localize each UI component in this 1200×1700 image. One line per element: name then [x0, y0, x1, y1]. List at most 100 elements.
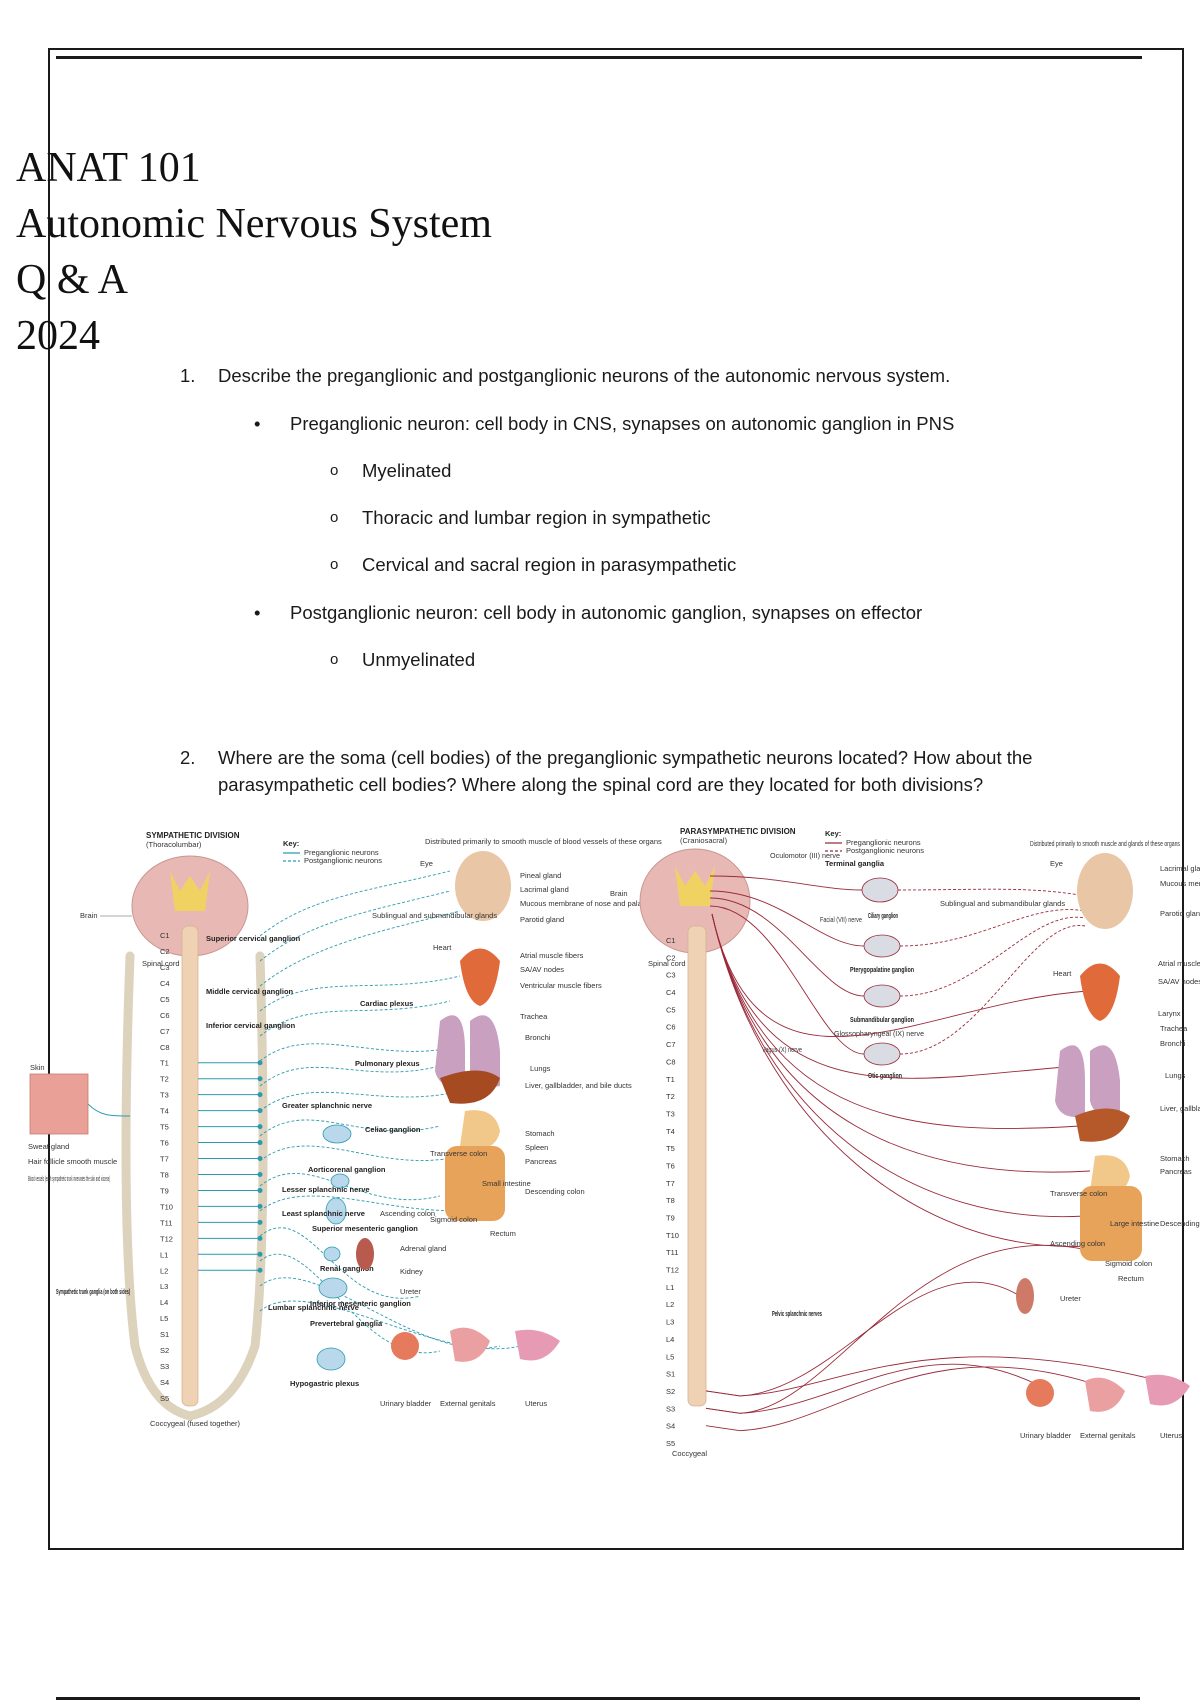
organ-label: Pancreas — [525, 1157, 557, 1166]
segment-label: C8 — [666, 1057, 676, 1066]
bladder-illustration — [391, 1332, 419, 1360]
hypogastric-plexus — [316, 1347, 346, 1371]
segment-label: T2 — [666, 1092, 675, 1101]
organ-label: Parotid gland — [1160, 909, 1200, 918]
postganglionic-fiber — [259, 1090, 461, 1112]
header-rule — [56, 56, 1142, 59]
nerve-label: Greater splanchnic nerve — [282, 1101, 372, 1110]
trunk-ganglion-dot — [257, 1219, 263, 1225]
question-number: 1. — [180, 365, 196, 386]
answer-text: Postganglionic neuron: cell body in auto… — [290, 602, 923, 623]
parasympathetic-note: Distributed primarily to smooth muscle a… — [1030, 839, 1180, 848]
trunk-label: Sympathetic trunk ganglia (on both sides… — [56, 1287, 130, 1296]
question-1-prompt: 1. Describe the preganglionic and postga… — [180, 362, 1130, 389]
head-illustration — [1077, 853, 1133, 929]
ganglion-label: Prevertebral ganglia — [310, 1319, 383, 1328]
sub-answer-text: Unmyelinated — [362, 649, 476, 670]
postganglionic-fiber — [899, 909, 1086, 947]
organ-label: Pancreas — [1160, 1167, 1192, 1176]
segment-label: C2 — [666, 953, 676, 962]
segment-label: C4 — [160, 979, 170, 988]
segment-label: T11 — [160, 1218, 172, 1227]
segment-label: C6 — [160, 1011, 170, 1020]
nerve-label: Oculomotor (III) nerve — [770, 851, 840, 860]
parasympathetic-nerve-lines — [705, 875, 1161, 1432]
organ-label: Ureter — [400, 1287, 421, 1296]
organ-label: Sublingual and submandibular glands — [372, 911, 497, 920]
pelvic-splanchnic-fiber — [705, 1281, 1021, 1397]
segment-label: L3 — [160, 1282, 168, 1291]
organ-label: Kidney — [400, 1267, 423, 1276]
nerve-label: Pelvic splanchnic nerves — [772, 1309, 822, 1318]
segment-label: L1 — [666, 1283, 674, 1292]
sub-answer-item: o Unmyelinated — [180, 647, 1130, 673]
pelvic-splanchnic-fiber — [705, 1244, 1111, 1414]
sub-answer-text: Cervical and sacral region in parasympat… — [362, 554, 737, 575]
postganglionic-fiber — [899, 916, 1086, 997]
organ-label: Eye — [420, 859, 433, 868]
postganglionic-fiber — [259, 870, 451, 937]
question-1: 1. Describe the preganglionic and postga… — [180, 362, 1130, 673]
preganglionic-fiber — [709, 897, 865, 997]
organ-label: Heart — [433, 943, 452, 952]
circle-bullet-icon: o — [330, 651, 339, 668]
brain-label: Brain — [80, 911, 98, 920]
bullet-icon: • — [254, 413, 261, 434]
coccygeal-label: Coccygeal (fused together) — [150, 1419, 241, 1428]
segment-label: L1 — [160, 1250, 168, 1259]
segment-label: T11 — [666, 1248, 678, 1257]
segment-label: C1 — [160, 931, 170, 940]
pelvic-splanchnic-fiber — [705, 1366, 1101, 1432]
bladder-illustration — [1026, 1379, 1054, 1407]
trunk-ganglion-dot — [257, 1251, 263, 1257]
organ-label: Sigmoid colon — [1105, 1259, 1152, 1268]
question-number: 2. — [180, 747, 196, 768]
pterygopalatine-ganglion — [863, 934, 901, 958]
organ-label: Trachea — [520, 1012, 548, 1021]
circle-bullet-icon: o — [330, 509, 339, 526]
organ-label: Sigmoid colon — [430, 1215, 477, 1224]
segment-label: C7 — [160, 1027, 170, 1036]
trunk-ganglion-dot — [257, 1156, 263, 1162]
postganglionic-fiber — [899, 925, 1086, 1055]
postganglionic-fiber — [259, 1119, 441, 1137]
ganglion-label: Middle cervical ganglion — [206, 987, 294, 996]
segment-label: T3 — [160, 1091, 169, 1100]
trunk-ganglion-dot — [257, 1235, 263, 1241]
nerve-label: Cardiac plexus — [360, 999, 413, 1008]
segment-label: T7 — [666, 1179, 675, 1188]
organ-label: Ureter — [1060, 1294, 1081, 1303]
trunk-ganglion-dot — [257, 1060, 263, 1066]
segment-label: T2 — [160, 1075, 169, 1084]
answer-item-preganglionic: • Preganglionic neuron: cell body in CNS… — [180, 411, 1130, 437]
trunk-ganglion-dot — [257, 1187, 263, 1193]
trunk-ganglion-dot — [257, 1076, 263, 1082]
ganglion-label: Hypogastric plexus — [290, 1379, 359, 1388]
trunk-ganglion-dot — [257, 1203, 263, 1209]
segment-label: C7 — [666, 1040, 676, 1049]
ganglion-label: Inferior mesenteric ganglion — [310, 1299, 411, 1308]
terminal-ganglia-label: Terminal ganglia — [825, 859, 885, 868]
segment-label: C2 — [160, 947, 170, 956]
segment-label: L3 — [666, 1318, 674, 1327]
postganglionic-fiber — [259, 910, 461, 987]
parasympathetic-key-title: Key: — [825, 829, 841, 838]
sub-answer-text: Myelinated — [362, 460, 452, 481]
postganglionic-fiber — [259, 1145, 461, 1162]
segment-label: T9 — [666, 1214, 675, 1223]
segment-label: C4 — [666, 988, 676, 997]
organ-label: Transverse colon — [430, 1149, 487, 1158]
intestines-illustration — [1080, 1186, 1142, 1261]
ans-diagram: SYMPATHETIC DIVISION (Thoracolumbar) Key… — [28, 827, 1200, 1458]
title-course: ANAT 101 — [16, 145, 201, 191]
segment-label: T7 — [160, 1155, 169, 1164]
nerve-label: Glossopharyngeal (IX) nerve — [834, 1029, 924, 1038]
segment-label: T8 — [160, 1170, 169, 1179]
nerve-label: Pulmonary plexus — [355, 1059, 420, 1068]
segment-label: C8 — [160, 1043, 170, 1052]
vagus-fiber — [711, 913, 1091, 1038]
segment-label: T5 — [666, 1144, 675, 1153]
celiac-ganglion — [322, 1124, 352, 1144]
segment-label: T4 — [160, 1107, 169, 1116]
pelvic-splanchnic-fiber — [705, 1356, 1161, 1397]
